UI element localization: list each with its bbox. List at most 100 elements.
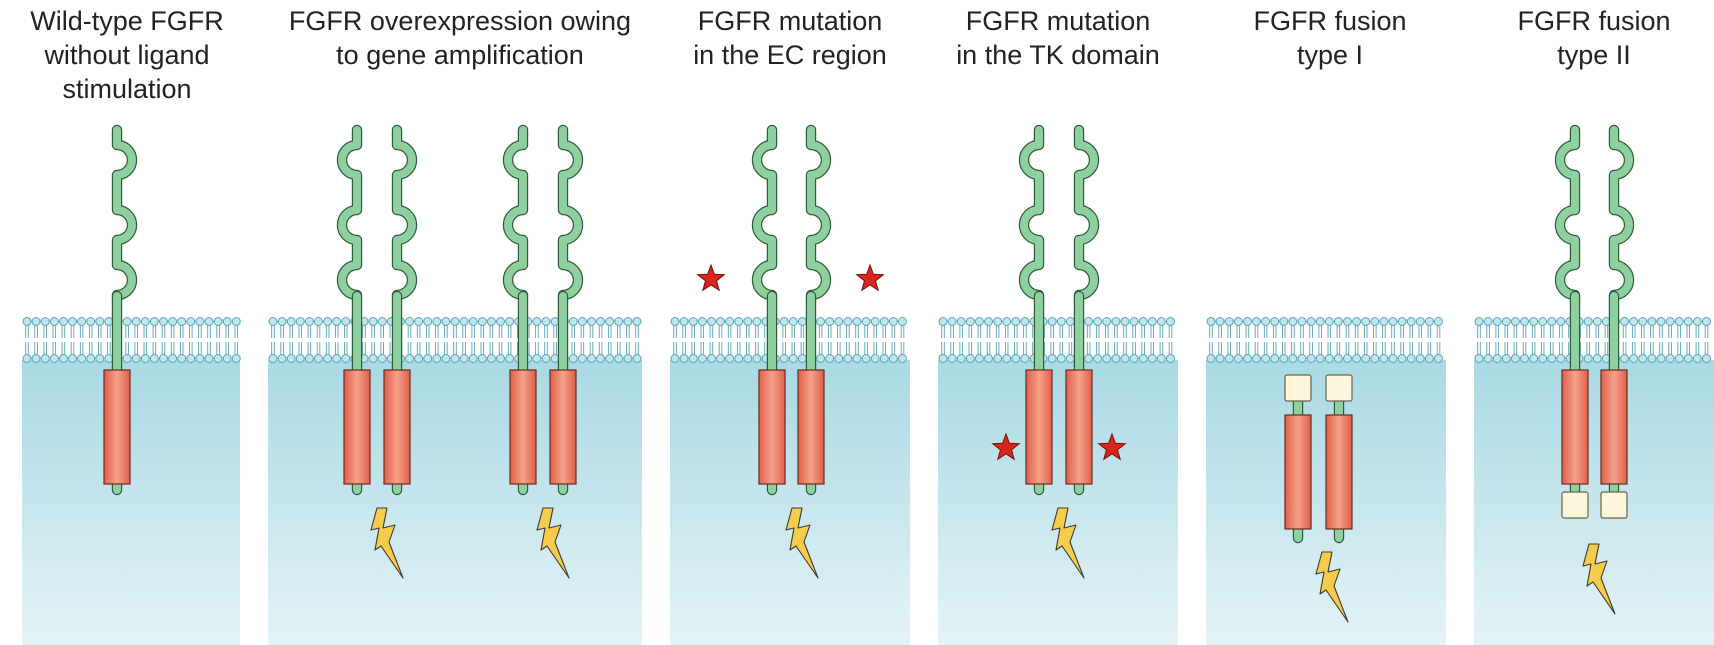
lipid-head: [1111, 354, 1121, 363]
lipid-head: [974, 354, 984, 363]
fgfr-fusion-protein: [1284, 374, 1312, 544]
fusion-partner-domain: [1284, 374, 1312, 402]
panel-overexpression: [268, 317, 642, 645]
lipid-head: [577, 354, 587, 363]
lipid-head: [1120, 317, 1130, 326]
lipid-head: [1592, 317, 1602, 326]
lipid-head: [177, 354, 187, 363]
lipid-head: [605, 317, 615, 326]
panel-ec-mutation: [670, 317, 910, 645]
lipid-head: [277, 354, 287, 363]
lightning-bolt-icon: [370, 507, 404, 579]
lipid-head: [1297, 354, 1307, 363]
lipid-head: [86, 317, 96, 326]
lipid-head: [679, 354, 689, 363]
lipid-head: [852, 354, 862, 363]
lipid-head: [947, 317, 957, 326]
lipid-head: [834, 317, 844, 326]
lipid-head: [614, 317, 624, 326]
lipid-head: [468, 317, 478, 326]
lightning-bolt-icon: [785, 507, 819, 579]
lipid-head: [834, 354, 844, 363]
kinase-domain: [103, 369, 131, 485]
lipid-head: [231, 354, 241, 363]
lipid-head: [231, 317, 241, 326]
lipid-head: [861, 317, 871, 326]
lipid-head: [1638, 317, 1648, 326]
lipid-head: [888, 317, 898, 326]
lipid-head: [788, 354, 798, 363]
panel-fusion-2: [1474, 317, 1714, 645]
panel-title-line: in the TK domain: [956, 40, 1160, 70]
receptor-extracellular: [1075, 126, 1098, 300]
lipid-head: [1352, 317, 1362, 326]
lipid-head: [222, 317, 232, 326]
panel-title-line: without ligand: [44, 40, 210, 70]
receptor-extracellular: [753, 126, 776, 300]
lipid-head: [752, 317, 762, 326]
lipid-head: [1206, 317, 1216, 326]
lipid-head: [1665, 317, 1675, 326]
lipid-head: [58, 354, 68, 363]
lipid-head: [332, 354, 342, 363]
lipid-head: [368, 354, 378, 363]
lipid-head: [58, 317, 68, 326]
lipid-head: [1166, 354, 1175, 363]
lipid-head: [974, 317, 984, 326]
lipid-head: [1474, 317, 1484, 326]
lipid-head: [1011, 317, 1021, 326]
lipid-head: [1056, 354, 1066, 363]
lipid-head: [95, 317, 105, 326]
lipid-head: [1270, 317, 1280, 326]
lipid-head: [679, 317, 689, 326]
lipid-head: [1547, 317, 1557, 326]
panel-title-line: Wild-type FGFR: [30, 6, 224, 36]
cytoplasm: [670, 360, 910, 645]
lipid-head: [706, 317, 716, 326]
lipid-head: [843, 317, 853, 326]
lipid-head: [1206, 354, 1216, 363]
lipid-head: [68, 354, 77, 363]
lightning-bolt-icon: [536, 507, 570, 579]
lipid-head: [432, 317, 442, 326]
lipid-head: [956, 354, 966, 363]
lipid-head: [186, 354, 196, 363]
lipid-head: [149, 317, 159, 326]
lipid-head: [1529, 354, 1539, 363]
lipid-head: [477, 354, 487, 363]
lipid-head: [1397, 354, 1407, 363]
panel-title-line: type I: [1296, 40, 1364, 70]
lipid-head: [1683, 317, 1693, 326]
lipid-head: [1674, 317, 1684, 326]
lipid-head: [195, 354, 205, 363]
lipid-head: [122, 317, 132, 326]
lipid-head: [304, 317, 314, 326]
lipid-head: [277, 317, 287, 326]
lipid-head: [86, 354, 96, 363]
lipid-head: [1261, 317, 1271, 326]
lipid-head: [323, 317, 333, 326]
kinase-domain: [1284, 414, 1312, 530]
lipid-head: [632, 317, 642, 326]
lipid-head: [314, 354, 323, 363]
lipid-head: [1315, 317, 1325, 326]
lipid-head: [596, 317, 606, 326]
lipid-head: [131, 354, 141, 363]
kinase-domain: [797, 369, 825, 485]
lipid-head: [1501, 354, 1511, 363]
lipid-head: [1415, 317, 1425, 326]
lipid-head: [295, 317, 305, 326]
lipid-head: [49, 317, 59, 326]
lipid-head: [323, 354, 333, 363]
panel-title-line: FGFR overexpression owing: [288, 6, 632, 36]
lipid-head: [304, 354, 314, 363]
lipid-head: [825, 317, 835, 326]
lipid-head: [1242, 317, 1252, 326]
lipid-head: [879, 354, 889, 363]
lipid-head: [341, 354, 351, 363]
lipid-head: [286, 354, 296, 363]
fgfr-receptor: [103, 124, 138, 496]
receptor-extracellular: [338, 126, 361, 300]
